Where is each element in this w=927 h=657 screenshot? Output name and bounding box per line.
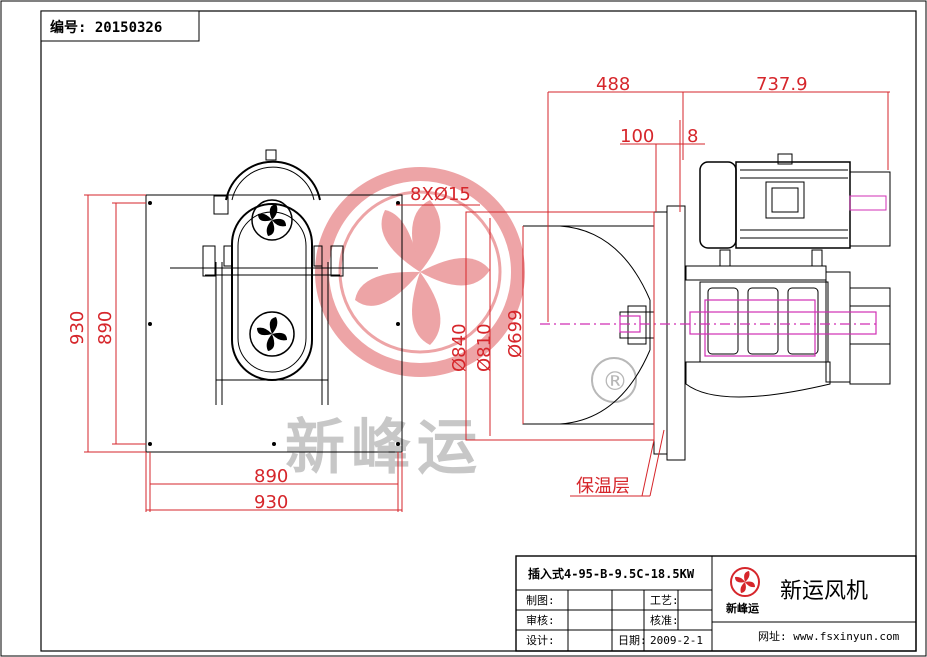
dim-diameter-699: Ø699 bbox=[505, 309, 526, 358]
dim-offset-100: 100 bbox=[620, 126, 654, 147]
pulley-fan-icon bbox=[257, 204, 287, 351]
logo-text: 新峰运 bbox=[726, 601, 759, 615]
model-name: 插入式4-95-B-9.5C-18.5KW bbox=[528, 566, 695, 581]
watermark-logo bbox=[315, 167, 525, 377]
front-view bbox=[145, 149, 403, 453]
row-date-label: 日期: bbox=[618, 634, 647, 647]
dim-offset-8: 8 bbox=[687, 126, 698, 147]
row-review-label: 审核: bbox=[526, 613, 555, 627]
row-date-value: 2009-2-1 bbox=[650, 634, 703, 647]
dim-width-488: 488 bbox=[596, 74, 630, 95]
dim-holes: 8XØ15 bbox=[410, 184, 471, 205]
drawing-code-box bbox=[40, 10, 200, 42]
side-view bbox=[522, 153, 891, 461]
drawing-code: 编号: 20150326 bbox=[50, 19, 162, 36]
watermark-text: 新峰运 bbox=[285, 413, 483, 483]
side-dimensions bbox=[465, 91, 890, 440]
front-dimensions bbox=[84, 194, 403, 512]
dim-width-930: 930 bbox=[254, 492, 288, 513]
title-block bbox=[515, 555, 917, 652]
row-craft-label: 工艺: bbox=[650, 594, 679, 607]
dim-height-930: 930 bbox=[67, 311, 88, 345]
company-website: 网址: www.fsxinyun.com bbox=[758, 629, 900, 643]
registered-mark: ® bbox=[602, 367, 628, 397]
row-design-label: 设计: bbox=[526, 634, 555, 647]
shaft-line bbox=[540, 299, 880, 357]
company-name: 新运风机 bbox=[780, 579, 868, 604]
dim-height-890: 890 bbox=[95, 311, 116, 345]
dim-diameter-810: Ø810 bbox=[474, 323, 495, 372]
row-approve-label: 核准: bbox=[650, 613, 679, 627]
insulation-layer bbox=[465, 211, 665, 497]
row-draw-label: 制图: bbox=[526, 594, 555, 607]
inner-frame bbox=[40, 10, 917, 652]
company-logo-icon bbox=[730, 567, 760, 597]
dim-width-737-9: 737.9 bbox=[756, 74, 808, 95]
insulation-label: 保温层 bbox=[576, 476, 630, 497]
dim-width-890: 890 bbox=[254, 466, 288, 487]
dim-diameter-840: Ø840 bbox=[449, 323, 470, 372]
